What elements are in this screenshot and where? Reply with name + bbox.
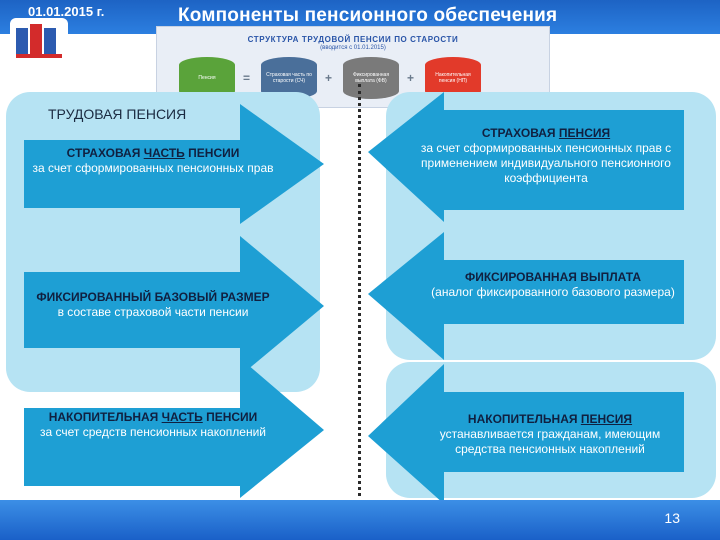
left-item-1-head: СТРАХОВАЯ bbox=[66, 146, 144, 160]
structure-operator: + bbox=[325, 71, 333, 85]
left-item-3-head-end: ПЕНСИИ bbox=[202, 410, 258, 424]
right-arrow-2 bbox=[368, 232, 684, 360]
right-item-3-head-underlined: ПЕНСИЯ bbox=[580, 412, 633, 426]
dotted-divider bbox=[358, 84, 361, 496]
labor-pension-heading: ТРУДОВАЯ ПЕНСИЯ bbox=[48, 106, 187, 122]
left-item-3-desc: за счет средств пенсионных накоплений bbox=[40, 425, 266, 439]
left-item-1-text: СТРАХОВАЯ ЧАСТЬ ПЕНСИИ за счет сформиров… bbox=[30, 146, 276, 176]
left-item-2-text: ФИКСИРОВАННЫЙ БАЗОВЫЙ РАЗМЕР в составе с… bbox=[30, 290, 276, 320]
structure-operator: = bbox=[243, 71, 251, 85]
right-item-3-text: НАКОПИТЕЛЬНАЯ ПЕНСИЯ устанавливается гра… bbox=[418, 412, 682, 457]
footer-bar bbox=[0, 500, 720, 540]
left-item-2-desc: в составе страховой части пенсии bbox=[57, 305, 249, 319]
structure-subtitle: (вводится с 01.01.2015) bbox=[320, 45, 386, 51]
right-item-3-head: НАКОПИТЕЛЬНАЯ bbox=[467, 412, 581, 426]
left-item-3-text: НАКОПИТЕЛЬНАЯ ЧАСТЬ ПЕНСИИ за счет средс… bbox=[30, 410, 276, 440]
right-item-3-desc: устанавливается гражданам, имеющим средс… bbox=[439, 427, 661, 456]
structure-part-fixed: Фиксированная выплата (ФВ) bbox=[343, 57, 399, 99]
right-item-2-desc: (аналог фиксированного базового размера) bbox=[431, 285, 675, 299]
right-arrow-3 bbox=[368, 364, 684, 504]
right-item-1-desc: за счет сформированных пенсионных прав с… bbox=[420, 141, 672, 185]
structure-title: СТРУКТУРА ТРУДОВОЙ ПЕНСИИ ПО СТАРОСТИ bbox=[247, 35, 459, 44]
left-item-1-head-underlined: ЧАСТЬ bbox=[143, 146, 185, 160]
left-item-3-head-underlined: ЧАСТЬ bbox=[161, 410, 203, 424]
page-number: 13 bbox=[664, 510, 680, 526]
right-item-1-head-underlined: ПЕНСИЯ bbox=[558, 126, 611, 140]
right-item-1-head: СТРАХОВАЯ bbox=[481, 126, 559, 140]
left-arrow-1 bbox=[24, 104, 324, 224]
slide-title: Компоненты пенсионного обеспечения bbox=[178, 5, 558, 26]
right-arrow-1 bbox=[368, 92, 684, 222]
pfr-logo-icon bbox=[10, 18, 68, 64]
structure-operator: + bbox=[407, 71, 415, 85]
left-item-2-head: ФИКСИРОВАННЫЙ БАЗОВЫЙ РАЗМЕР bbox=[36, 290, 270, 304]
date-label: 01.01.2015 г. bbox=[28, 4, 105, 19]
right-item-2-text: ФИКСИРОВАННАЯ ВЫПЛАТА (аналог фиксирован… bbox=[424, 270, 682, 300]
right-item-1-text: СТРАХОВАЯ ПЕНСИЯ за счет сформированных … bbox=[414, 126, 678, 186]
right-item-2-head: ФИКСИРОВАННАЯ ВЫПЛАТА bbox=[465, 270, 641, 284]
left-item-3-head: НАКОПИТЕЛЬНАЯ bbox=[48, 410, 162, 424]
left-item-1-desc: за счет сформированных пенсионных прав bbox=[32, 161, 274, 175]
left-arrow-2 bbox=[24, 236, 324, 376]
left-item-1-head-end: ПЕНСИИ bbox=[184, 146, 240, 160]
left-arrow-3 bbox=[24, 358, 324, 498]
structure-part-insurance: Страховая часть по старости (СЧ) bbox=[261, 57, 317, 99]
